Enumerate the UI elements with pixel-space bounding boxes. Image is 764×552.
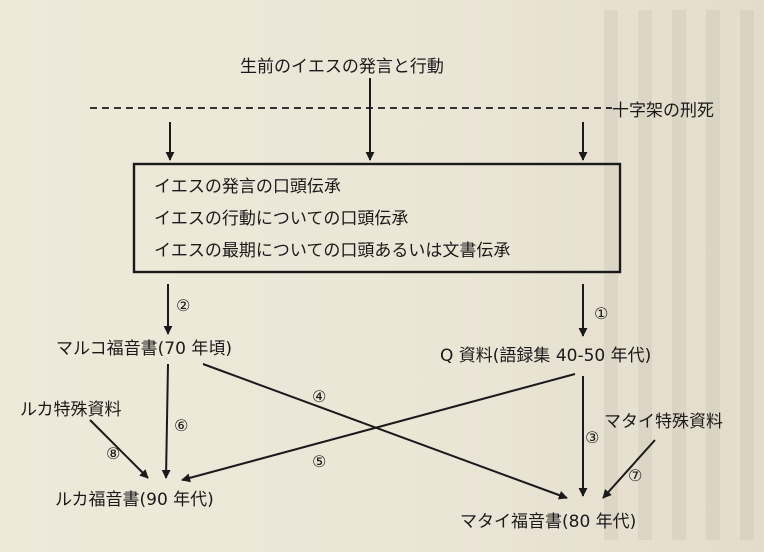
mark-gospel: マルコ福音書(70 年頃): [56, 339, 232, 359]
luke-special: ルカ特殊資料: [20, 400, 122, 420]
top-title: 生前のイエスの発言と行動: [240, 57, 444, 77]
label-8: ⑧: [106, 444, 121, 463]
label-2: ②: [176, 296, 191, 315]
label-3: ③: [585, 428, 600, 447]
bleed-through-text: [604, 10, 754, 540]
box-line-2: イエスの行動についての口頭伝承: [154, 209, 409, 229]
arrow-8: [89, 419, 149, 479]
matthew-special: マタイ特殊資料: [604, 412, 723, 432]
box-line-1: イエスの発言の口頭伝承: [154, 177, 341, 197]
label-7: ⑦: [628, 466, 643, 485]
label-1: ①: [594, 304, 609, 323]
arrow-6: [161, 363, 171, 479]
label-5: ⑤: [312, 452, 327, 471]
cross-label: 十字架の刑死: [612, 101, 714, 121]
label-6: ⑥: [174, 416, 189, 435]
arrow-5: [181, 373, 576, 483]
label-4: ④: [312, 387, 327, 406]
arrow-4: [202, 363, 568, 500]
matthew-gospel: マタイ福音書(80 年代): [460, 512, 637, 532]
arrow-7: [602, 439, 656, 499]
box-line-3: イエスの最期についての口頭あるいは文書伝承: [154, 241, 511, 261]
luke-gospel: ルカ福音書(90 年代): [55, 490, 214, 510]
q-source: Q 資料(語録集 40-50 年代): [440, 346, 652, 366]
tradition-box: [132, 162, 622, 274]
